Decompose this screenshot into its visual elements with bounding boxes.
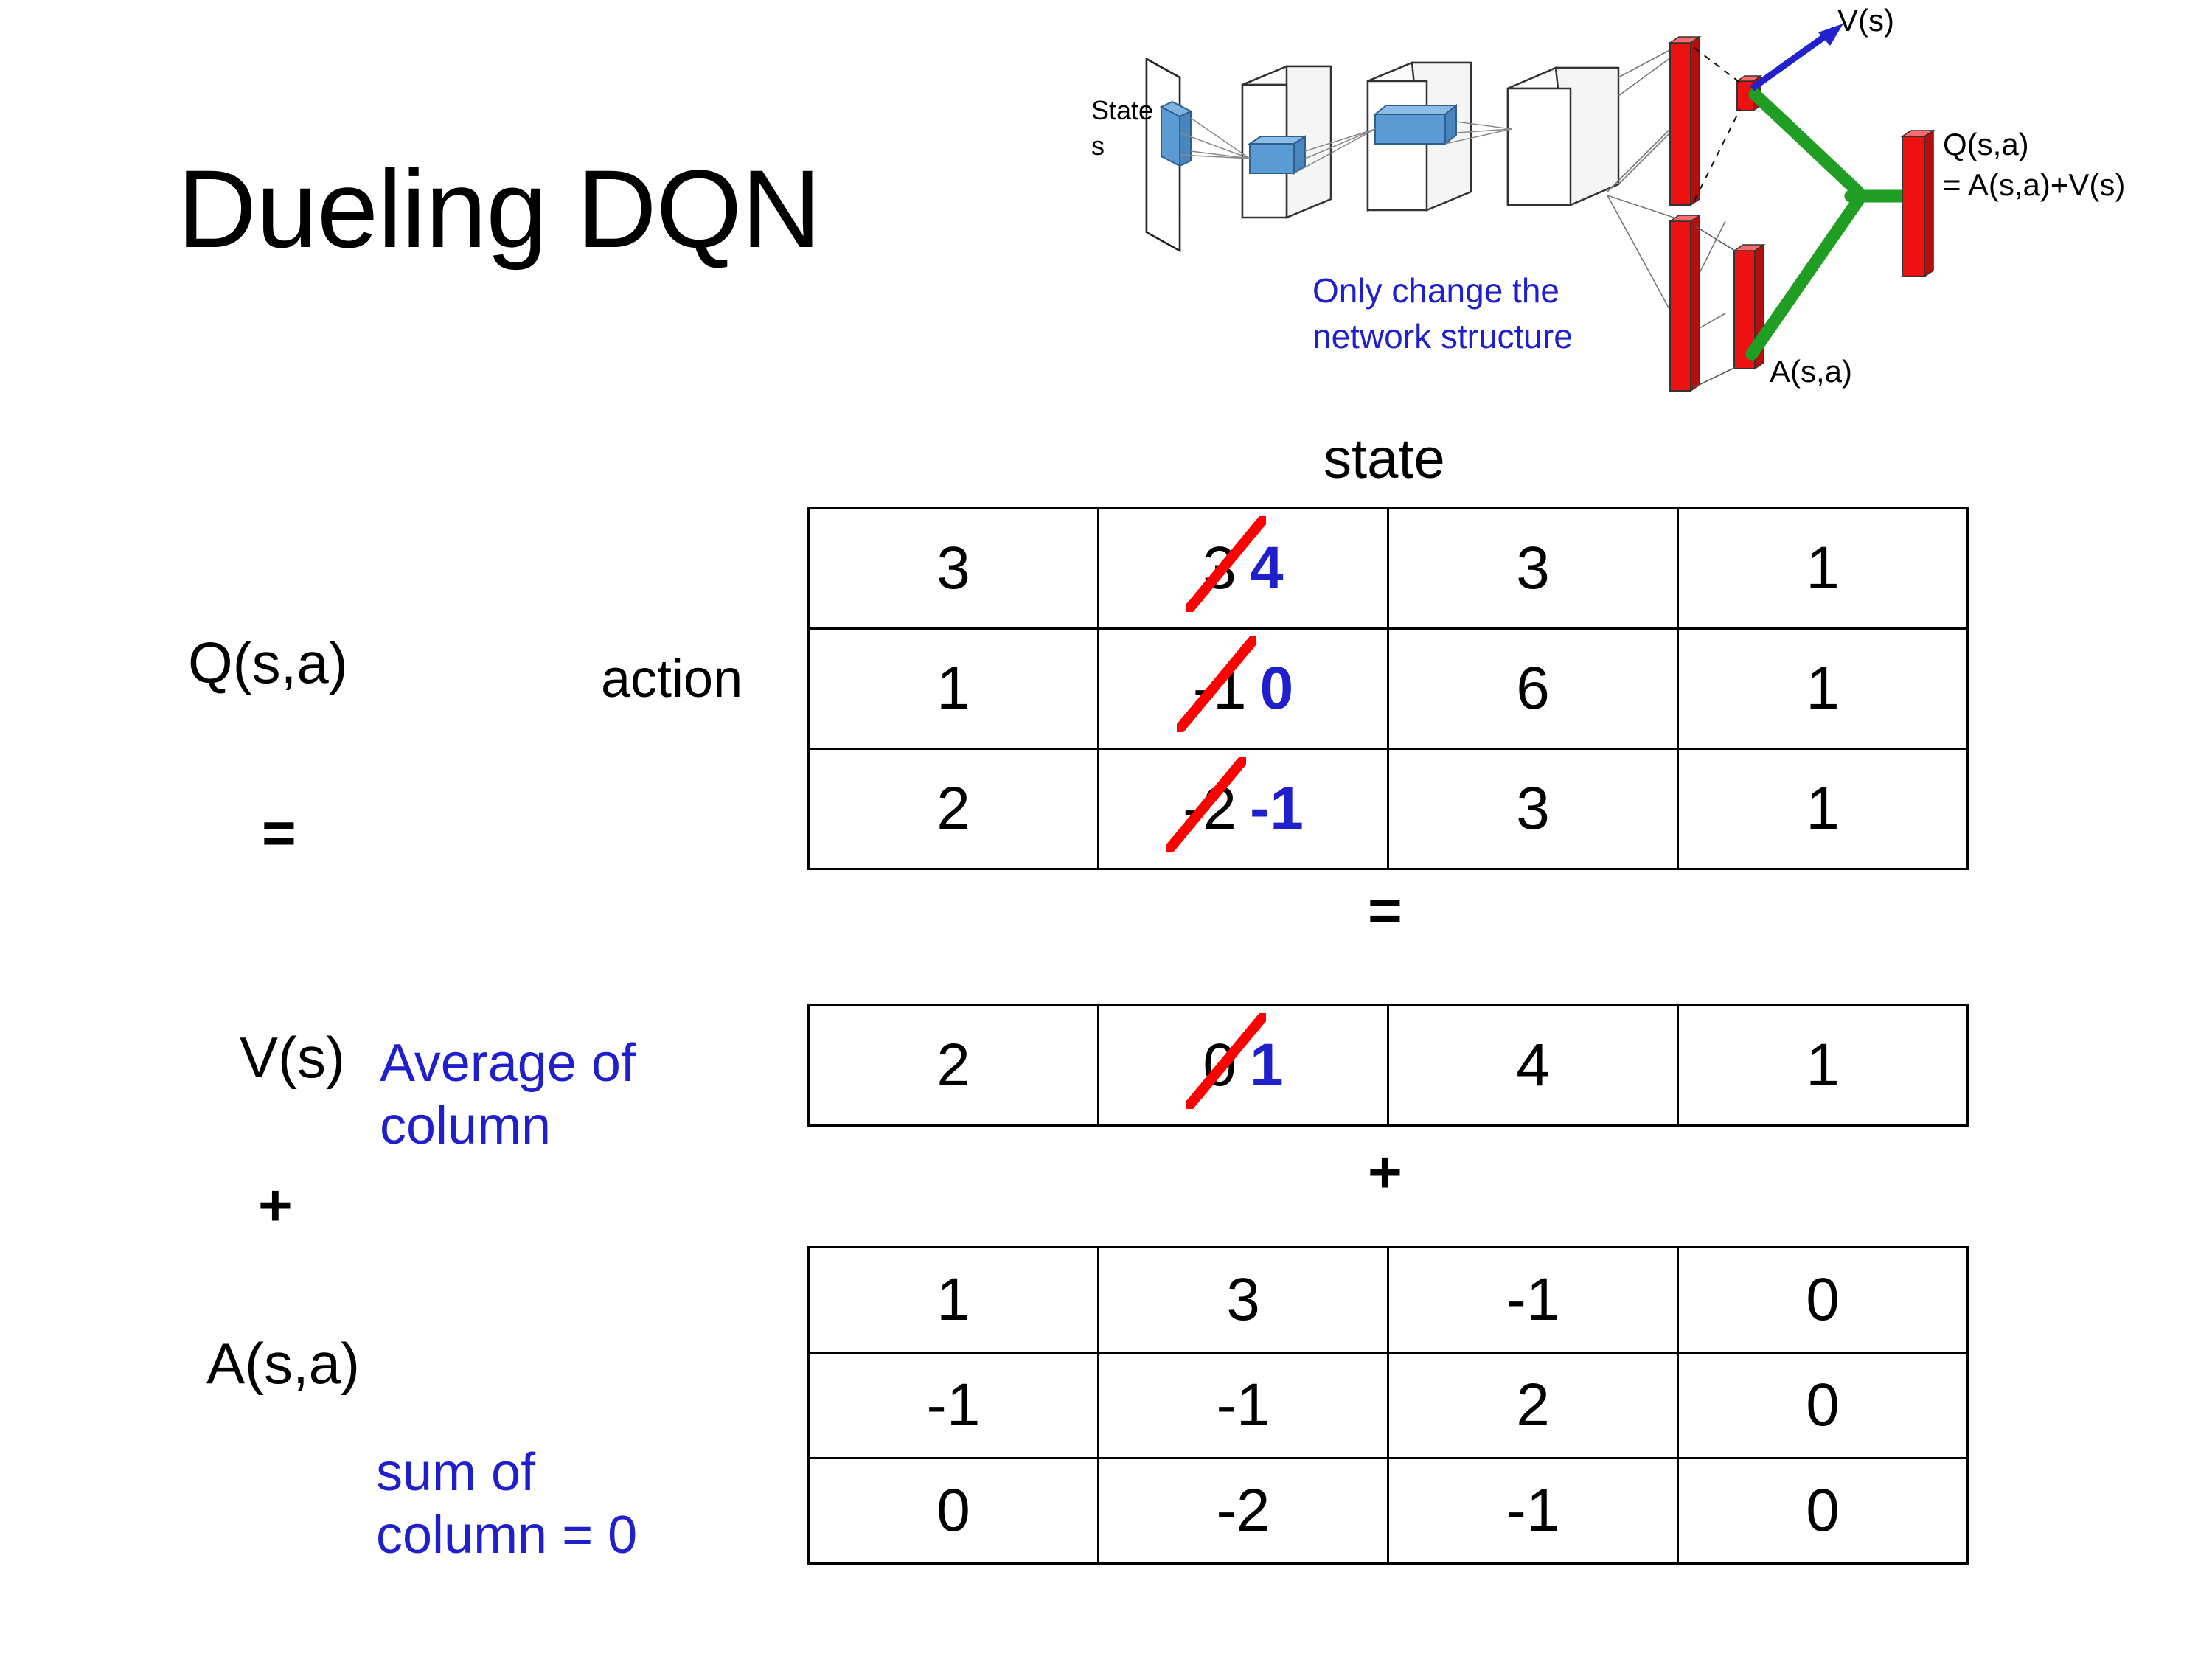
q-output-bar-icon — [1900, 129, 1935, 278]
value-dashed-links-icon — [1694, 47, 1741, 201]
diagram-advantage-output-label: A(s,a) — [1770, 354, 1852, 389]
table-cell: 1 — [807, 1246, 1099, 1354]
table-cell: 3 — [1387, 748, 1679, 870]
sum-of-column-note: sum of column = 0 — [376, 1441, 637, 1567]
sum-note-line1: sum of — [376, 1443, 536, 1502]
updated-new-value: 0 — [1259, 655, 1294, 722]
advantage-links-icon — [1694, 225, 1738, 388]
table-cell: 3 — [1387, 507, 1679, 630]
dueling-network-diagram: State s V(s) A(s,a) Q(s,a) = A(s,a)+V(s)… — [1091, 7, 2197, 420]
table-cell: 0 — [1677, 1246, 1969, 1354]
table-cell: 1 — [1677, 748, 1969, 870]
page-title: Dueling DQN — [177, 147, 821, 271]
table-cell: 2 — [1387, 1352, 1679, 1459]
v-matrix-label: V(s) — [240, 1025, 345, 1090]
table-cell: 1 — [807, 627, 1099, 750]
struck-old-value: 3 — [1186, 516, 1266, 612]
table-cell: 4 — [1387, 1004, 1679, 1127]
equals-sign-middle: = — [1368, 877, 1402, 943]
table-cell: -1 — [1387, 1457, 1679, 1565]
table-cell: 0 — [1677, 1457, 1969, 1565]
diagram-input-label-line1: State — [1091, 95, 1153, 125]
sum-note-line2: column = 0 — [376, 1505, 638, 1565]
plus-sign-middle: + — [1368, 1139, 1402, 1205]
updated-new-value: -1 — [1250, 775, 1304, 842]
value-stream-fc-bar-icon — [1668, 35, 1702, 206]
aggregation-junction-icon — [1745, 88, 1913, 361]
table-cell: -1 — [807, 1352, 1099, 1459]
table-cell: 3 — [1097, 1246, 1389, 1354]
average-note-line1: Average of — [380, 1034, 636, 1093]
value-output-arrow-icon — [1750, 24, 1843, 91]
table-cell: 3 — [807, 507, 1099, 630]
updated-new-value: 4 — [1250, 535, 1284, 602]
average-of-column-note: Average of column — [380, 1032, 636, 1158]
diagram-value-output-label: V(s) — [1837, 7, 1894, 38]
struck-old-value: -2 — [1166, 757, 1246, 852]
receptive-field-patch-icon — [1159, 100, 1193, 167]
equals-sign-left: = — [262, 800, 296, 866]
diagram-input-label-line2: s — [1091, 131, 1105, 161]
stream-fan-lines-icon — [1607, 47, 1726, 344]
average-note-line2: column — [380, 1096, 552, 1155]
table-cell-edited: -2-1 — [1097, 748, 1389, 870]
diagram-note-line1: Only change the — [1312, 271, 1559, 310]
table-cell: 0 — [1677, 1352, 1969, 1459]
a-matrix-label: A(s,a) — [206, 1331, 361, 1396]
plus-sign-left: + — [258, 1172, 293, 1238]
connector-lines-icon — [1179, 117, 1512, 174]
table-cell: -1 — [1387, 1246, 1679, 1354]
conv-block-3-icon — [1506, 66, 1620, 206]
table-cell: -1 — [1097, 1352, 1389, 1459]
advantage-output-bar-icon — [1732, 243, 1766, 370]
table-cell: 1 — [1677, 1004, 1969, 1127]
table-cell: 6 — [1387, 627, 1679, 750]
table-cell: -2 — [1097, 1457, 1389, 1565]
table-cell: 1 — [1677, 507, 1969, 630]
struck-old-value: -1 — [1176, 636, 1256, 732]
struck-old-value: 0 — [1186, 1013, 1266, 1109]
conv-filter-1-icon — [1247, 135, 1308, 175]
diagram-note-line2: network structure — [1312, 317, 1573, 355]
table-cell: 2 — [807, 748, 1099, 870]
table-cell: 0 — [807, 1457, 1099, 1565]
diagram-q-output-label-line2: = A(s,a)+V(s) — [1943, 167, 2125, 202]
state-axis-label: state — [1324, 428, 1445, 490]
table-cell: 2 — [807, 1004, 1099, 1127]
q-matrix-label: Q(s,a) — [188, 630, 348, 695]
table-cell: 1 — [1677, 627, 1969, 750]
diagram-q-output-label-line1: Q(s,a) — [1943, 127, 2029, 161]
action-axis-label: action — [601, 650, 743, 709]
advantage-stream-fc-bar-icon — [1668, 214, 1702, 392]
conv-filter-2-icon — [1373, 103, 1458, 146]
updated-new-value: 1 — [1250, 1032, 1284, 1099]
